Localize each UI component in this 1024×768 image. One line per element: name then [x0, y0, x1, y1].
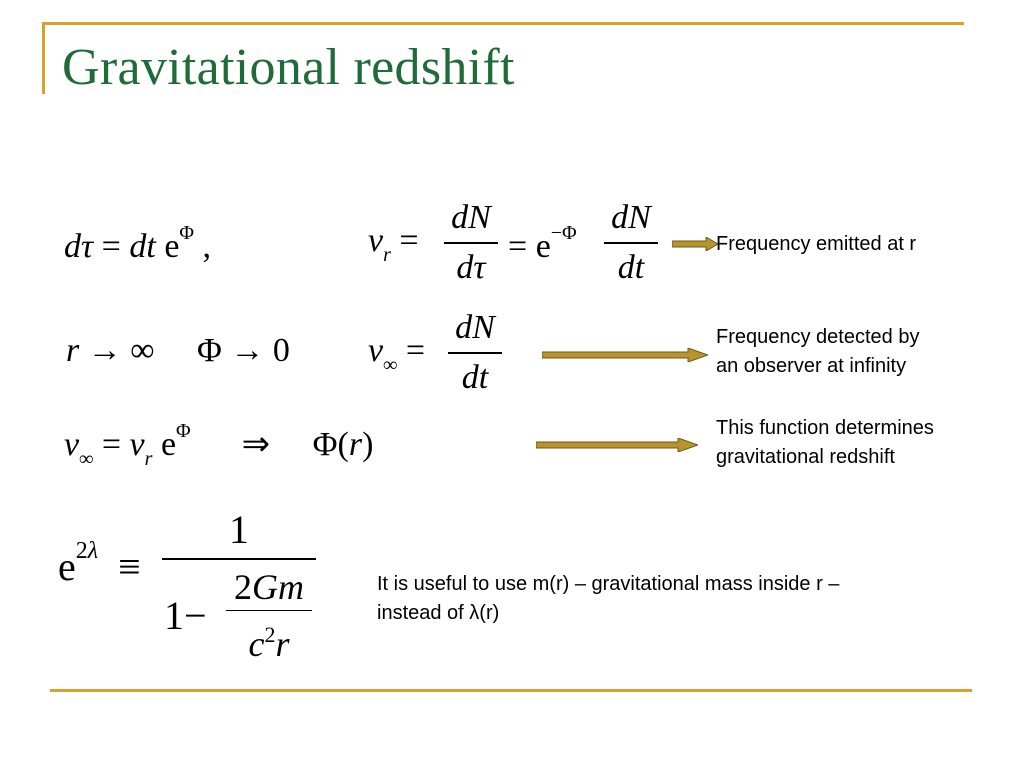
arrow-determines	[536, 438, 698, 452]
note-useful-line2: instead of λ(r)	[377, 602, 500, 624]
equation-redshift-relation: ν∞ = νr eΦ ⇒ Φ(r)	[64, 420, 374, 470]
top-accent-line	[42, 22, 964, 25]
metric-denominator: 1− 2Gm c2r	[162, 566, 316, 666]
fraction-metric: 1 1− 2Gm c2r	[162, 506, 316, 666]
equation-e2lambda: e2λ ≡	[58, 538, 141, 589]
equation-limit: r → ∞ Φ → 0	[66, 332, 290, 369]
equation-nu-r-mid: = e−Φ	[508, 222, 577, 265]
slide-title: Gravitational redshift	[62, 39, 515, 96]
metric-inner-bar	[226, 609, 312, 611]
arrow-emitted	[672, 237, 718, 251]
equation-proper-time: dτ = dt eΦ ,	[64, 222, 212, 265]
note-detected-line2: an observer at infinity	[716, 355, 907, 377]
note-useful-line1: It is useful to use m(r) – gravitational…	[377, 573, 840, 595]
note-determines-line1: This function determines	[716, 417, 934, 439]
metric-inner-numerator: 2Gm	[234, 566, 304, 607]
equation-nu-infinity-lhs: ν∞ =	[368, 332, 426, 376]
note-frequency-detected: Frequency detected by an observer at inf…	[716, 323, 919, 381]
bottom-accent-line	[50, 689, 972, 692]
arrow-detected	[542, 348, 708, 362]
equation-nu-r-lhs: νr =	[368, 222, 419, 266]
note-function-determines: This function determines gravitational r…	[716, 414, 934, 472]
note-determines-line2: gravitational redshift	[716, 446, 895, 468]
left-accent-line	[42, 22, 45, 94]
metric-numerator: 1	[229, 507, 249, 552]
metric-inner-denominator: c2r	[248, 622, 290, 664]
note-detected-line1: Frequency detected by	[716, 326, 920, 348]
metric-fraction-bar	[162, 558, 316, 560]
note-useful-mass: It is useful to use m(r) – gravitational…	[377, 570, 839, 628]
note-frequency-emitted: Frequency emitted at r	[716, 233, 917, 255]
